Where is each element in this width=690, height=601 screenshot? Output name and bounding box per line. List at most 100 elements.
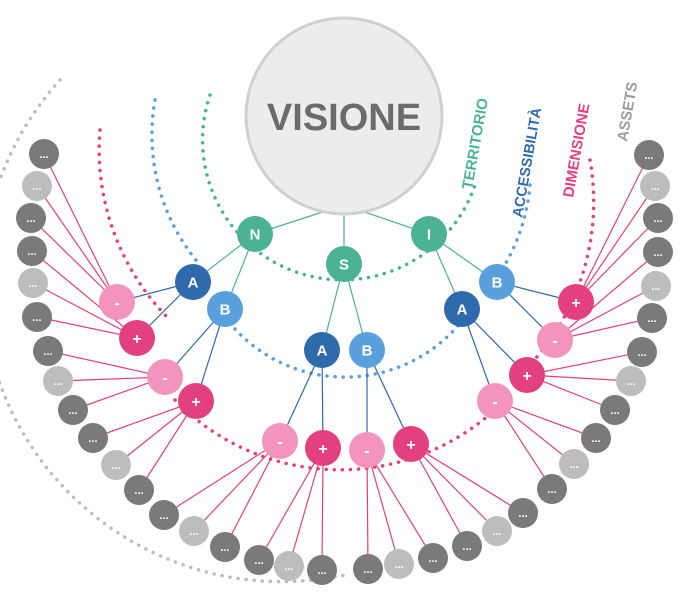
center-node[interactable]: VISIONE: [244, 16, 444, 216]
asset-node-32[interactable]: ...: [643, 237, 673, 267]
dimensione-node-minus-4[interactable]: -: [262, 423, 298, 459]
dimensione-node-plus-1-circle: [119, 320, 155, 356]
asset-node-6[interactable]: ...: [33, 336, 63, 366]
dimensione-node-plus-1[interactable]: +: [119, 320, 155, 356]
asset-node-26[interactable]: ...: [581, 423, 611, 453]
asset-node-13[interactable]: ...: [179, 516, 209, 546]
link-dim-asset-21: [410, 443, 468, 547]
arc-dimensione-bottom: [173, 398, 507, 472]
asset-node-25-circle: [559, 449, 589, 479]
asset-node-19[interactable]: ...: [384, 549, 414, 579]
dimensione-node-minus-10-label: -: [552, 333, 557, 350]
asset-node-20[interactable]: ...: [418, 543, 448, 573]
territorio-node-i-circle: [411, 216, 447, 252]
accessibilita-node-b-1[interactable]: B: [207, 291, 243, 327]
asset-node-25-label: ...: [569, 459, 578, 471]
dimensione-node-plus-11[interactable]: +: [558, 284, 594, 320]
asset-node-29[interactable]: ...: [627, 337, 657, 367]
asset-node-8[interactable]: ...: [58, 395, 88, 425]
link-dim-asset-2: [30, 217, 118, 303]
asset-node-9[interactable]: ...: [78, 423, 108, 453]
dimensione-node-minus-10[interactable]: -: [537, 322, 573, 358]
territorio-node-s[interactable]: S: [326, 246, 362, 282]
asset-node-0[interactable]: ...: [29, 139, 59, 169]
asset-node-30[interactable]: ...: [637, 303, 667, 333]
asset-node-5-circle: [22, 302, 52, 332]
dimensione-node-plus-7[interactable]: +: [393, 426, 429, 462]
territorio-node-n[interactable]: N: [237, 216, 273, 252]
asset-node-9-label: ...: [88, 433, 97, 445]
dimensione-node-minus-10-circle: [537, 322, 573, 358]
dimensione-node-minus-2-label: -: [162, 370, 167, 387]
dimensione-node-minus-6-label: -: [364, 443, 369, 460]
asset-node-32-label: ...: [653, 247, 662, 259]
link-dim-asset-3: [31, 250, 138, 339]
link-dim-asset-33: [575, 217, 659, 303]
accessibilita-node-b-5[interactable]: B: [479, 264, 515, 300]
asset-node-10[interactable]: ...: [101, 450, 131, 480]
accessibilita-node-b-3[interactable]: B: [349, 332, 385, 368]
asset-node-12[interactable]: ...: [149, 500, 179, 530]
legend-assets: ASSETS: [614, 81, 641, 143]
dimensione-node-minus-6[interactable]: -: [349, 432, 385, 468]
dimensione-node-minus-0[interactable]: -: [99, 284, 135, 320]
asset-node-25[interactable]: ...: [559, 449, 589, 479]
asset-node-14[interactable]: ...: [210, 532, 240, 562]
link-dim-asset-18: [366, 449, 369, 570]
asset-node-18[interactable]: ...: [353, 554, 383, 584]
asset-node-7[interactable]: ...: [43, 366, 73, 396]
asset-node-33[interactable]: ...: [643, 203, 673, 233]
accessibilita-node-b-5-label: B: [492, 274, 503, 291]
link-dim-asset-20: [366, 449, 434, 559]
asset-node-23[interactable]: ...: [508, 498, 538, 528]
asset-node-33-circle: [643, 203, 673, 233]
asset-node-5[interactable]: ...: [22, 302, 52, 332]
asset-node-28[interactable]: ...: [616, 366, 646, 396]
asset-node-16[interactable]: ...: [274, 551, 304, 581]
diagram-nodes: ........................................…: [16, 139, 673, 585]
asset-node-22[interactable]: ...: [482, 516, 512, 546]
accessibilita-node-a-2[interactable]: A: [304, 332, 340, 368]
asset-node-15[interactable]: ...: [244, 545, 274, 575]
asset-node-11[interactable]: ...: [124, 475, 154, 505]
dimensione-node-plus-9[interactable]: +: [509, 357, 545, 393]
territorio-node-i[interactable]: I: [411, 216, 447, 252]
asset-node-2[interactable]: ...: [16, 203, 46, 233]
asset-node-35[interactable]: ...: [634, 140, 664, 170]
dimensione-node-plus-11-circle: [558, 284, 594, 320]
asset-node-1[interactable]: ...: [22, 171, 52, 201]
asset-node-27[interactable]: ...: [600, 395, 630, 425]
asset-node-28-label: ...: [626, 376, 635, 388]
asset-node-24[interactable]: ...: [537, 474, 567, 504]
territorio-node-i-label: I: [427, 226, 431, 243]
asset-node-19-label: ...: [394, 559, 403, 571]
dimensione-node-plus-7-label: +: [406, 437, 415, 454]
asset-node-21[interactable]: ...: [452, 531, 482, 561]
dimensione-node-plus-9-label: +: [522, 368, 531, 385]
accessibilita-node-a-0[interactable]: A: [175, 264, 211, 300]
accessibilita-node-a-4[interactable]: A: [444, 291, 480, 327]
dimensione-node-plus-3[interactable]: +: [178, 383, 214, 419]
asset-node-13-label: ...: [189, 526, 198, 538]
asset-node-20-circle: [418, 543, 448, 573]
arc-dimensione-left-top: [97, 128, 172, 322]
asset-node-28-circle: [616, 366, 646, 396]
asset-node-16-circle: [274, 551, 304, 581]
asset-node-34[interactable]: ...: [640, 171, 670, 201]
accessibilita-node-b-1-circle: [207, 291, 243, 327]
link-dim-asset-0: [43, 153, 118, 303]
asset-node-29-label: ...: [637, 347, 646, 359]
asset-node-19-circle: [384, 549, 414, 579]
legend-dimensione: DIMENSIONE: [560, 102, 593, 199]
link-dim-asset-29: [526, 351, 643, 376]
asset-node-3[interactable]: ...: [17, 236, 47, 266]
asset-node-31[interactable]: ...: [641, 271, 671, 301]
territorio-node-s-label: S: [339, 256, 349, 273]
dimensione-node-plus-5[interactable]: +: [305, 430, 341, 466]
dimensione-node-minus-2[interactable]: -: [147, 359, 183, 395]
dimensione-node-minus-8[interactable]: -: [477, 383, 513, 419]
asset-node-17[interactable]: ...: [307, 555, 337, 585]
asset-node-15-circle: [244, 545, 274, 575]
asset-node-1-label: ...: [32, 181, 41, 193]
asset-node-4[interactable]: ...: [18, 268, 48, 298]
